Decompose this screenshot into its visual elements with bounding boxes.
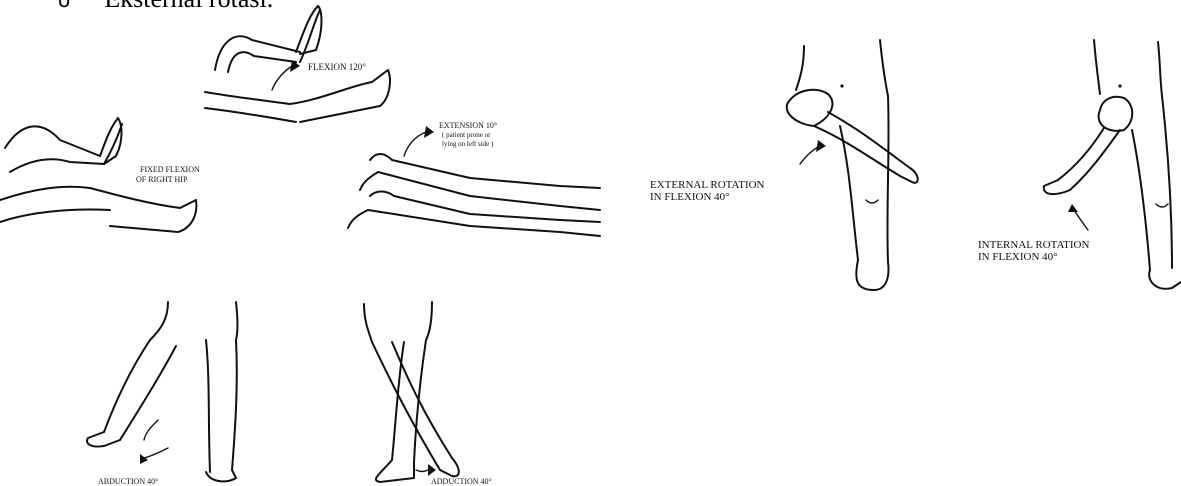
label-fixed-2: OF RIGHT HIP <box>136 175 188 184</box>
label-fixed-1: FIXED FLEXION <box>140 165 200 174</box>
label-abduction: ABDUCTION 40° <box>98 477 158 486</box>
label-flexion: FLEXION 120° <box>308 62 366 72</box>
label-external-1: EXTERNAL ROTATION <box>650 179 765 191</box>
external-rotation-figure <box>787 40 918 290</box>
abduction-figure <box>87 302 238 481</box>
label-internal-1: INTERNAL ROTATION <box>978 239 1090 251</box>
label-adduction: ADDUCTION 40° <box>431 477 492 486</box>
label-extension-1: EXTENSION 10° <box>439 121 497 130</box>
label-extension-2: ( patient prone or <box>442 131 491 139</box>
adduction-figure <box>364 302 459 482</box>
label-extension-3: lying on left side ) <box>442 140 494 148</box>
label-external-2: IN FLEXION 40° <box>650 191 730 203</box>
label-internal-2: IN FLEXION 40° <box>978 251 1058 263</box>
internal-rotation-figure <box>1044 40 1181 289</box>
